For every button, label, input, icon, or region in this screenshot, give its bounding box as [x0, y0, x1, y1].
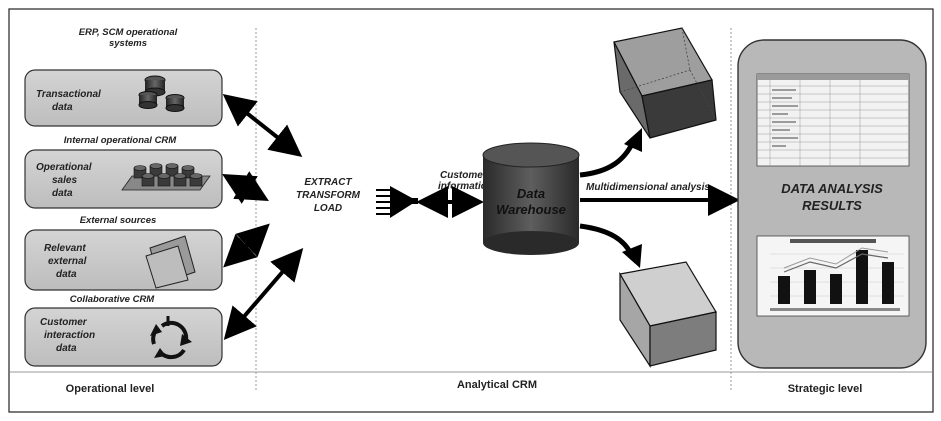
source-header-line: ERP, SCM operational	[79, 27, 178, 38]
source-header-line: Collaborative CRM	[70, 294, 156, 305]
results-line: DATA ANALYSIS	[781, 181, 883, 196]
source-box-line: data	[56, 343, 77, 354]
multidim-label: Multidimensional analysis	[586, 182, 710, 193]
source-box-line: interaction	[44, 330, 95, 341]
source-box-line: Relevant	[44, 243, 86, 254]
level-operational: Operational level	[66, 383, 155, 395]
arrow-external-etl	[223, 223, 270, 268]
arrow-to-top-cube	[579, 138, 637, 178]
cycle-arrows-icon	[150, 316, 192, 360]
arrow-to-bottom-cube-head	[622, 244, 642, 268]
level-analytical: Analytical CRM	[457, 379, 537, 391]
source-box-line: data	[52, 102, 73, 113]
source-box-line: data	[56, 269, 77, 280]
etl-line: LOAD	[314, 203, 342, 214]
source-header-line: Internal operational CRM	[64, 135, 178, 146]
olap-cube-bottom	[619, 261, 717, 369]
etl-line: EXTRACT	[304, 177, 352, 188]
source-box-line: Operational	[36, 162, 92, 173]
level-strategic: Strategic level	[788, 383, 863, 395]
arrow-internal-etl	[222, 171, 269, 204]
spreadsheet-thumbnail	[756, 73, 910, 167]
source-header-line: systems	[109, 38, 147, 49]
source-header-line: External sources	[80, 215, 157, 226]
warehouse-line: Warehouse	[496, 202, 566, 217]
outer-frame	[8, 8, 934, 413]
source-box-line: sales	[52, 175, 77, 186]
source-box	[24, 69, 223, 127]
source-box-line: Customer	[40, 317, 88, 328]
source-box-line: Transactional	[36, 89, 101, 100]
source-box-line: data	[52, 188, 73, 199]
bar-chart-thumbnail	[756, 235, 910, 317]
database-cluster-icon	[121, 163, 211, 191]
source-collaborative-crm: Collaborative CRM Customer interaction d…	[24, 294, 223, 367]
results-panel: DATA ANALYSIS RESULTS	[737, 39, 927, 369]
source-internal-crm: Internal operational CRM Operational sal…	[24, 135, 223, 209]
olap-cube-top	[613, 27, 717, 139]
folder-icon	[145, 235, 196, 289]
source-box-line: external	[48, 256, 87, 267]
arrow-collaborative-etl	[223, 247, 304, 341]
etl-funnel-icon	[376, 186, 418, 218]
database-stack-icon	[138, 75, 185, 112]
customer-info-line: Customer	[440, 170, 488, 181]
source-erp: ERP, SCM operational systems Transaction…	[24, 27, 223, 127]
etl-line: TRANSFORM	[296, 190, 361, 201]
source-arrows	[222, 94, 304, 341]
arrow-to-top-cube-head	[624, 128, 642, 152]
data-warehouse-cylinder: Data Warehouse	[482, 142, 580, 255]
source-external: External sources Relevant external data	[24, 215, 223, 291]
warehouse-line: Data	[517, 186, 545, 201]
results-line: RESULTS	[802, 198, 862, 213]
arrow-erp-etl	[222, 94, 303, 157]
etl-label: EXTRACT TRANSFORM LOAD	[296, 177, 361, 214]
